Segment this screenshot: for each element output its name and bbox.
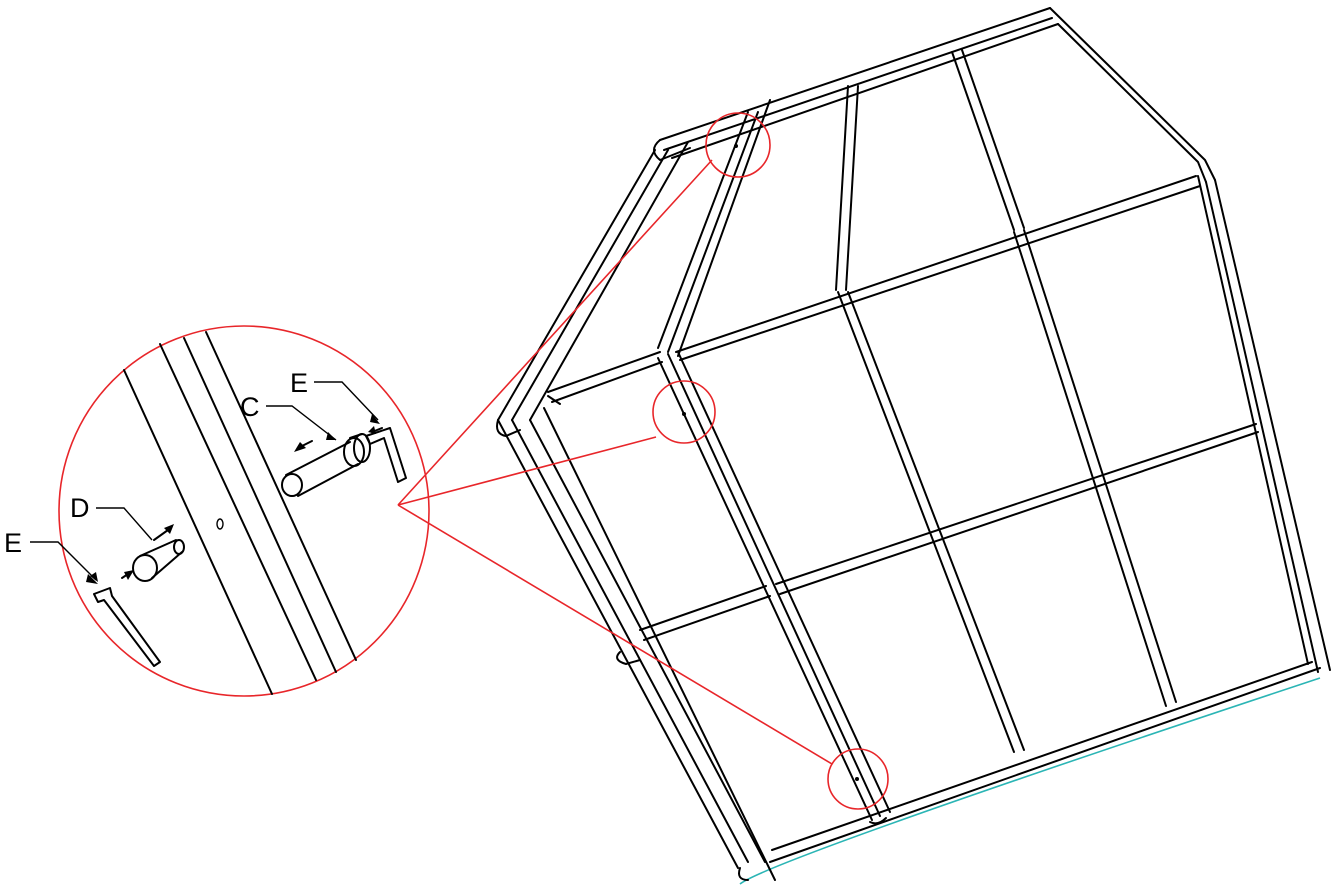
magnified-detail — [58, 325, 430, 697]
allen-key-top — [365, 426, 407, 483]
detail-circle-bottom — [827, 748, 889, 810]
label-d: D — [70, 493, 90, 523]
label-e-left: E — [4, 528, 22, 558]
frame-hole — [216, 518, 224, 530]
callout-labels: C E D E — [4, 368, 380, 584]
detail-circle-middle — [652, 380, 716, 444]
leader-line-top — [397, 159, 713, 506]
label-e-top: E — [290, 368, 308, 398]
pin-c — [281, 433, 371, 497]
label-c: C — [240, 392, 260, 422]
pin-d — [132, 539, 185, 582]
bottom-edge-highlight — [739, 677, 1321, 885]
leader-line-middle — [397, 436, 657, 506]
panel-frame — [496, 7, 1331, 885]
detail-callouts — [397, 112, 889, 810]
magnified-circle — [58, 325, 430, 697]
leader-line-bottom — [397, 504, 833, 765]
detail-circle-top — [705, 112, 771, 178]
